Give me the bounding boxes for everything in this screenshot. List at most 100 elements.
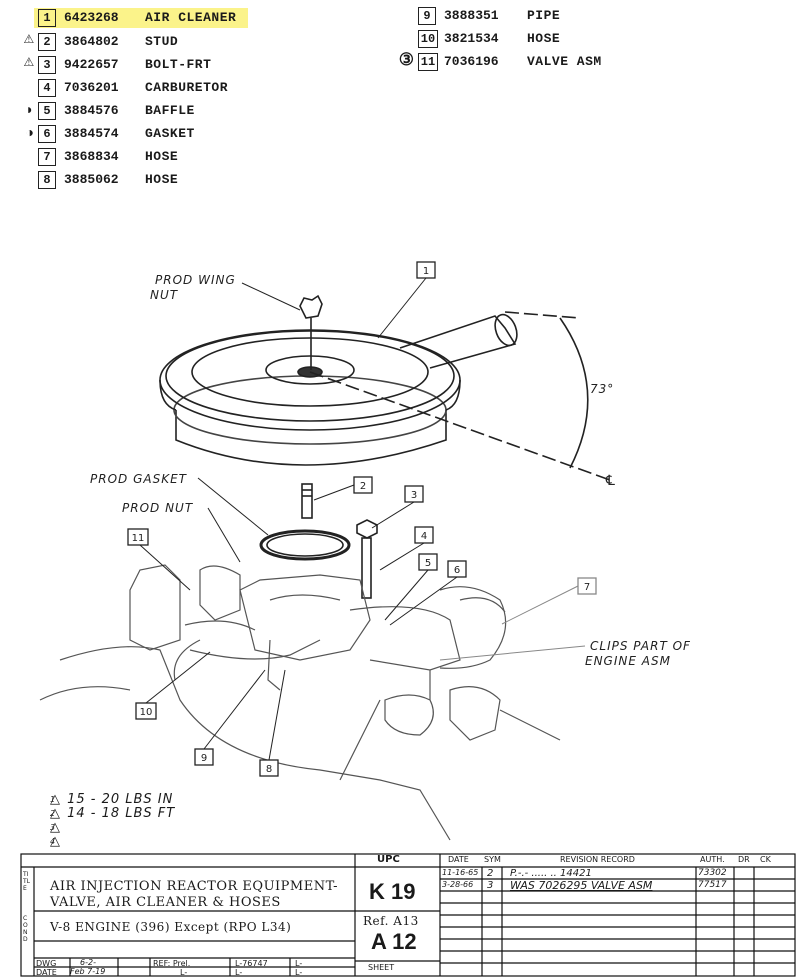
rev1-auth: 73302 — [698, 868, 727, 878]
item-number: 8 — [38, 171, 56, 189]
title-line-2: VALVE, AIR CLEANER & HOSES — [50, 895, 281, 910]
callout-6: 6 — [454, 565, 460, 576]
parts-row-3: ⚠ 3 9422657 BOLT-FRT — [12, 53, 252, 75]
rev1-sym: 2 — [487, 868, 494, 879]
l-field-3: L- — [235, 968, 243, 977]
ref-text: Ref. A13 — [363, 914, 419, 928]
item-number: 2 — [38, 33, 56, 51]
parts-row-4: 4 7036201 CARBURETOR — [12, 78, 252, 98]
air-cleaner-drawing — [159, 294, 611, 599]
title-block-grid — [20, 853, 796, 977]
dwg-label: DWG — [36, 959, 57, 968]
centerline-label: ℄ — [604, 473, 618, 489]
part-number: 6423268 — [64, 10, 119, 25]
rev1-date: 11-16-65 — [442, 868, 479, 877]
ck-header: CK — [760, 855, 771, 864]
callout-7: 7 — [584, 582, 590, 593]
callout-10: 10 — [140, 707, 153, 718]
callout-1: 1 — [423, 266, 429, 277]
gasket-label: PROD GASKET — [90, 472, 188, 486]
part-description: HOSE — [145, 172, 179, 187]
part-number: 7036196 — [444, 54, 499, 69]
parts-row-2: ⚠ 2 3864802 STUD — [12, 30, 252, 52]
rev2-sym: 3 — [487, 880, 494, 891]
callout-2: 2 — [360, 481, 366, 492]
parts-row-9: 9 3888351 PIPE — [392, 6, 632, 26]
item-number: 7 — [38, 148, 56, 166]
rev2-text: WAS 7026295 VALVE ASM — [510, 879, 653, 892]
callout-boxes — [127, 261, 597, 777]
title-line-1: AIR INJECTION REACTOR EQUIPMENT- — [50, 879, 338, 894]
warning-triangle-icon: △ — [50, 820, 61, 835]
title-side-label: TITLE — [23, 871, 31, 892]
part-number: 7036201 — [64, 80, 119, 95]
sheet-label: SHEET — [368, 963, 395, 972]
upc-header: UPC — [377, 854, 400, 865]
nut-label: PROD NUT — [122, 501, 194, 515]
item-number: 1 — [38, 9, 56, 27]
condition-text: V-8 ENGINE (396) Except (RPO L34) — [50, 920, 292, 934]
rev1-text: P.-.- ..... .. 14421 — [510, 868, 592, 879]
date-value: Feb 7-19 — [70, 967, 106, 976]
item-number: 4 — [38, 79, 56, 97]
clips-label-2: ENGINE ASM — [585, 654, 671, 668]
auth-header: AUTH. — [700, 855, 725, 864]
warning-triangle-icon: ⚠ — [23, 53, 34, 72]
note-4: △4 — [50, 834, 61, 849]
callout-5: 5 — [425, 558, 431, 569]
note-3: △3 — [50, 820, 61, 835]
clips-label: CLIPS PART OF — [590, 639, 691, 653]
page-number: A 12 — [371, 929, 417, 954]
part-description: VALVE ASM — [527, 54, 602, 69]
part-description: HOSE — [527, 31, 561, 46]
parts-row-10: 10 3821534 HOSE — [392, 29, 632, 49]
part-number: 3888351 — [444, 8, 499, 23]
parts-row-8: 8 3885062 HOSE — [12, 170, 252, 190]
sym-header: SYM — [484, 855, 501, 864]
part-number: 3884574 — [64, 126, 119, 141]
exploded-diagram: 1 2 3 4 5 6 7 8 9 10 11 PROD WING NUT 73… — [39, 261, 691, 841]
dwg-value: 6-2- — [80, 958, 96, 967]
parts-row-11: ③ 11 7036196 VALVE ASM — [392, 52, 632, 72]
part-description: STUD — [145, 34, 179, 49]
diagram-labels: PROD WING NUT 73° ℄ PROD GASKET PROD NUT… — [90, 273, 691, 668]
item-number: 11 — [418, 53, 438, 71]
part-description: AIR CLEANER — [145, 10, 237, 25]
l-field-2: L- — [180, 968, 188, 977]
part-description: PIPE — [527, 8, 561, 23]
angle-label: 73° — [590, 382, 614, 396]
part-description: BAFFLE — [145, 103, 195, 118]
callout-8: 8 — [266, 764, 272, 775]
dr-header: DR — [738, 855, 750, 864]
warning-triangle-icon: △ — [50, 806, 61, 821]
item-number: 6 — [38, 125, 56, 143]
item-number: 5 — [38, 102, 56, 120]
revision-header: REVISION RECORD — [560, 855, 635, 864]
rev2-date: 3-28-66 — [442, 880, 474, 889]
wing-nut-label-2: NUT — [150, 288, 179, 302]
warning-triangle-icon: △ — [50, 834, 61, 849]
half-moon-icon: ◗ — [25, 103, 34, 119]
callout-3: 3 — [411, 490, 417, 501]
parts-row-5: ◗ 5 3884576 BAFFLE — [12, 101, 252, 121]
part-description: CARBURETOR — [145, 80, 229, 95]
ref-value: L-76747 — [235, 959, 268, 968]
leader-lines — [139, 277, 586, 761]
part-number: 9422657 — [64, 57, 119, 72]
ref-label: REF: Prel. — [153, 959, 191, 968]
part-number: 3864802 — [64, 34, 119, 49]
circled-three-icon: ③ — [398, 52, 414, 71]
part-description: GASKET — [145, 126, 195, 141]
part-number: 3821534 — [444, 31, 499, 46]
date-header: DATE — [448, 855, 469, 864]
cond-side-label: COND — [23, 915, 28, 943]
callout-9: 9 — [201, 753, 207, 764]
l-field-1: L- — [295, 959, 303, 968]
warning-triangle-icon: △ — [50, 792, 61, 807]
parts-row-7: 7 3868834 HOSE — [12, 147, 252, 167]
part-description: HOSE — [145, 149, 179, 164]
title-block: UPC DATE SYM REVISION RECORD AUTH. DR CK… — [20, 853, 796, 977]
engine-outline — [39, 564, 561, 841]
